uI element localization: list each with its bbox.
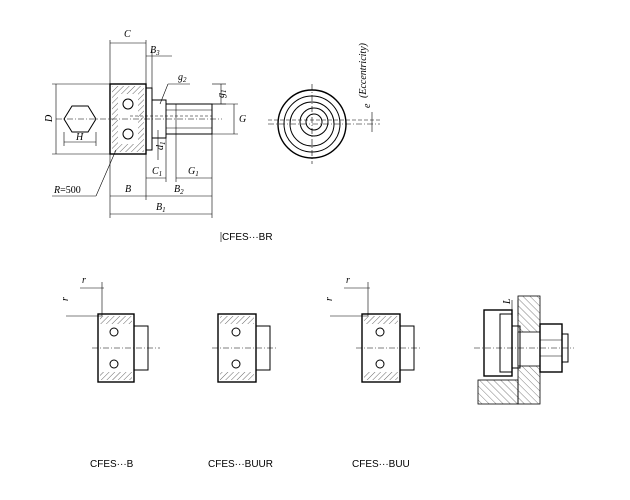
dim-R: R=500 <box>53 185 81 196</box>
roller-bottom <box>122 128 134 140</box>
mounting-view: L <box>474 295 574 405</box>
dim-B1: B1 <box>156 202 166 214</box>
caption-cfes-buur: CFES···BUUR <box>208 459 273 470</box>
dim-B2: B2 <box>174 184 184 196</box>
dim-G1: G1 <box>188 166 199 178</box>
dim-g1: g1 <box>216 90 228 99</box>
caption-cfes-buu: CFES···BUU <box>352 459 410 470</box>
dim-G: G <box>239 114 246 125</box>
dim-C: C <box>124 29 131 40</box>
dim-g2: g2 <box>178 72 187 84</box>
dim-B: B <box>125 184 131 195</box>
roller-top <box>122 98 134 110</box>
variant-b-r-top: r <box>82 275 86 286</box>
main-section-view: C B3 g2 g1 G D H d1 <box>44 29 246 218</box>
end-view: e (Eccentricity) <box>268 42 380 164</box>
dim-C1: C1 <box>152 166 162 178</box>
mounting-L: L <box>502 298 513 305</box>
variant-buu-view: r r <box>324 275 420 383</box>
mounted-roller <box>483 309 513 377</box>
end-view-e: e <box>362 103 373 108</box>
variant-b-r-side: r <box>60 297 71 301</box>
dim-d1: d1 <box>155 142 167 151</box>
caption-cfes-br: CFES···BR <box>222 232 273 243</box>
variant-buu-r-top: r <box>346 275 350 286</box>
variant-buur-view <box>212 313 276 383</box>
hex-socket <box>63 105 97 133</box>
variant-b-view: r r <box>60 275 160 383</box>
end-view-eccentricity: (Eccentricity) <box>358 42 369 98</box>
variant-buu-r-side: r <box>324 297 335 301</box>
caption-cfes-b: CFES···B <box>90 459 134 470</box>
dim-D: D <box>44 114 55 123</box>
dim-B3: B3 <box>150 45 160 57</box>
dim-H: H <box>75 132 84 143</box>
